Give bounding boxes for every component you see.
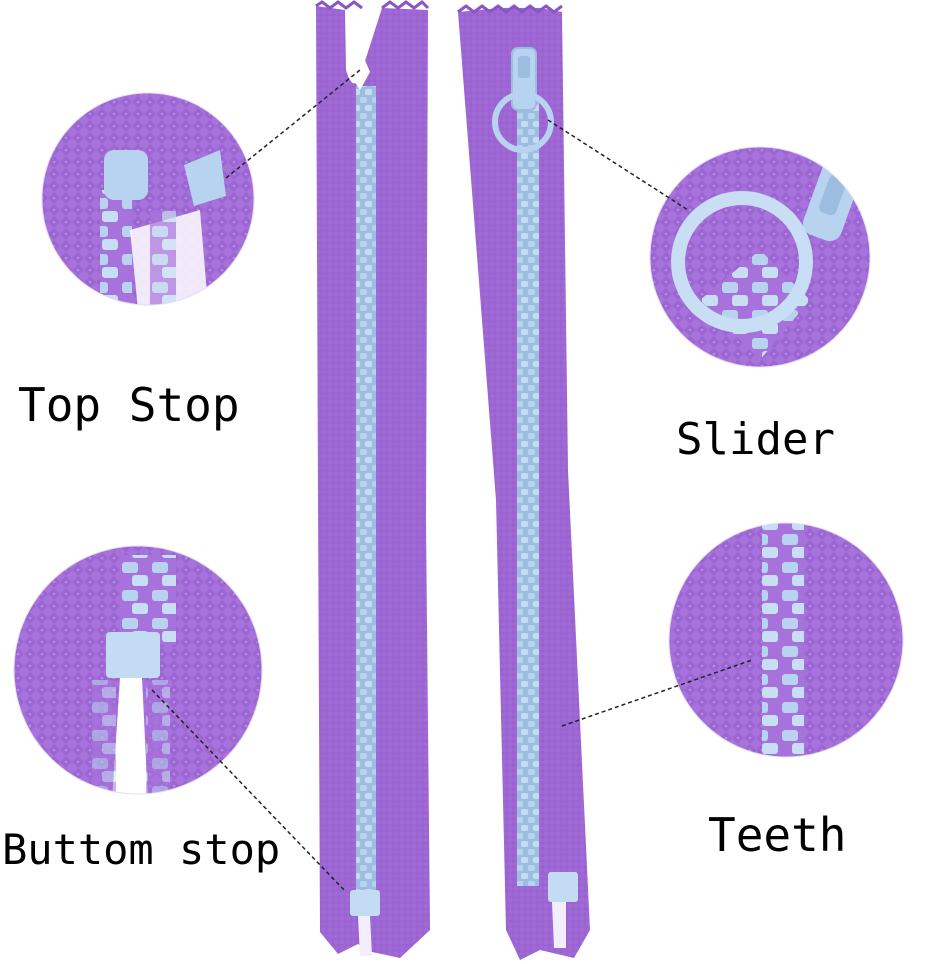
label-bottom-stop: Buttom stop (2, 825, 281, 874)
right-zipper-teeth (517, 96, 539, 886)
slider-detail-circle (650, 147, 870, 367)
left-zipper-teeth (356, 86, 376, 896)
leader-line-slider (547, 119, 689, 211)
left-zipper-top-stop (350, 58, 370, 90)
teeth-detail-circle (669, 523, 903, 757)
right-zipper-slider (492, 47, 554, 153)
right-zipper-bottom-stop (548, 872, 578, 902)
right-zipper (457, 4, 590, 960)
leader-line-bottom-stop (151, 689, 347, 893)
top-stop-detail-circle (42, 93, 254, 305)
label-top-stop: Top Stop (18, 378, 240, 432)
label-slider: Slider (676, 414, 835, 465)
bottom-stop-detail-circle (14, 546, 262, 794)
left-zipper (315, 0, 430, 958)
leader-line-teeth (561, 659, 753, 727)
left-zipper-bottom-stop (350, 890, 380, 916)
leader-line-top-stop (225, 69, 361, 179)
label-teeth: Teeth (708, 808, 847, 862)
leader-lines (151, 69, 753, 893)
